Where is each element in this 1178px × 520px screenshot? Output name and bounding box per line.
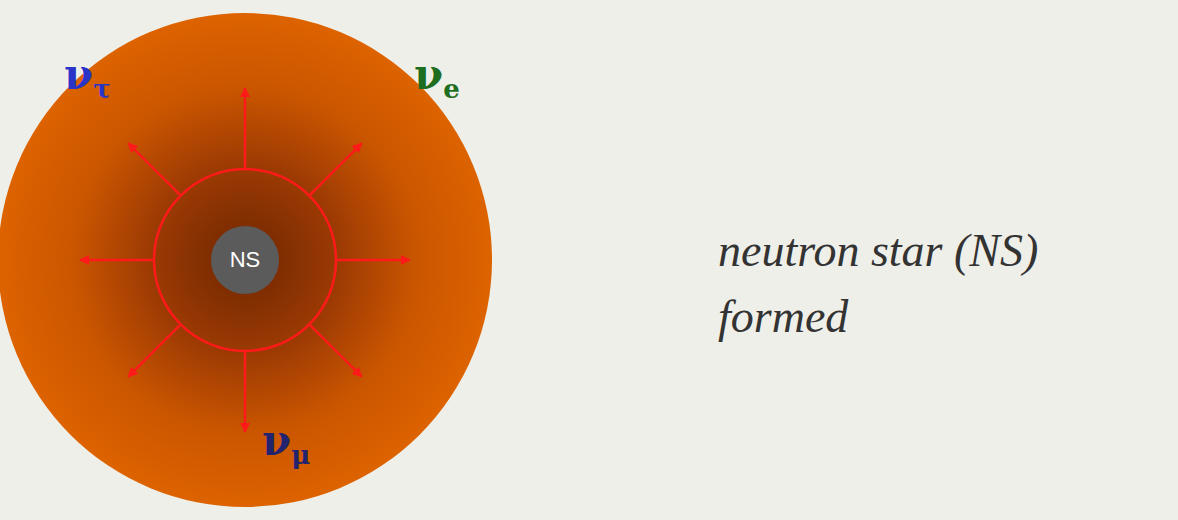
electron-neutrino-label: νe: [414, 50, 460, 104]
neutrinosphere: [154, 169, 336, 351]
muon-neutrino-label: νμ: [262, 416, 310, 470]
neutrino-arrow: [310, 143, 362, 195]
supernova-envelope: [0, 13, 492, 507]
neutrino-arrow: [337, 259, 410, 262]
neutron-star: NS: [211, 226, 279, 294]
neutrino-rays: [80, 88, 410, 432]
neutrino-arrow: [244, 88, 247, 168]
neutrino-arrow: [310, 325, 362, 377]
neutrino-arrow: [128, 143, 180, 195]
stage-caption: neutron star (NS) formed: [718, 218, 1138, 350]
node-label: NS: [230, 247, 261, 273]
neutrino-arrow: [128, 325, 180, 377]
neutrino-arrow: [80, 259, 153, 262]
star-disc-fill: [211, 226, 279, 294]
tau-neutrino-label: ντ: [64, 50, 111, 104]
neutrino-arrow: [244, 352, 247, 432]
